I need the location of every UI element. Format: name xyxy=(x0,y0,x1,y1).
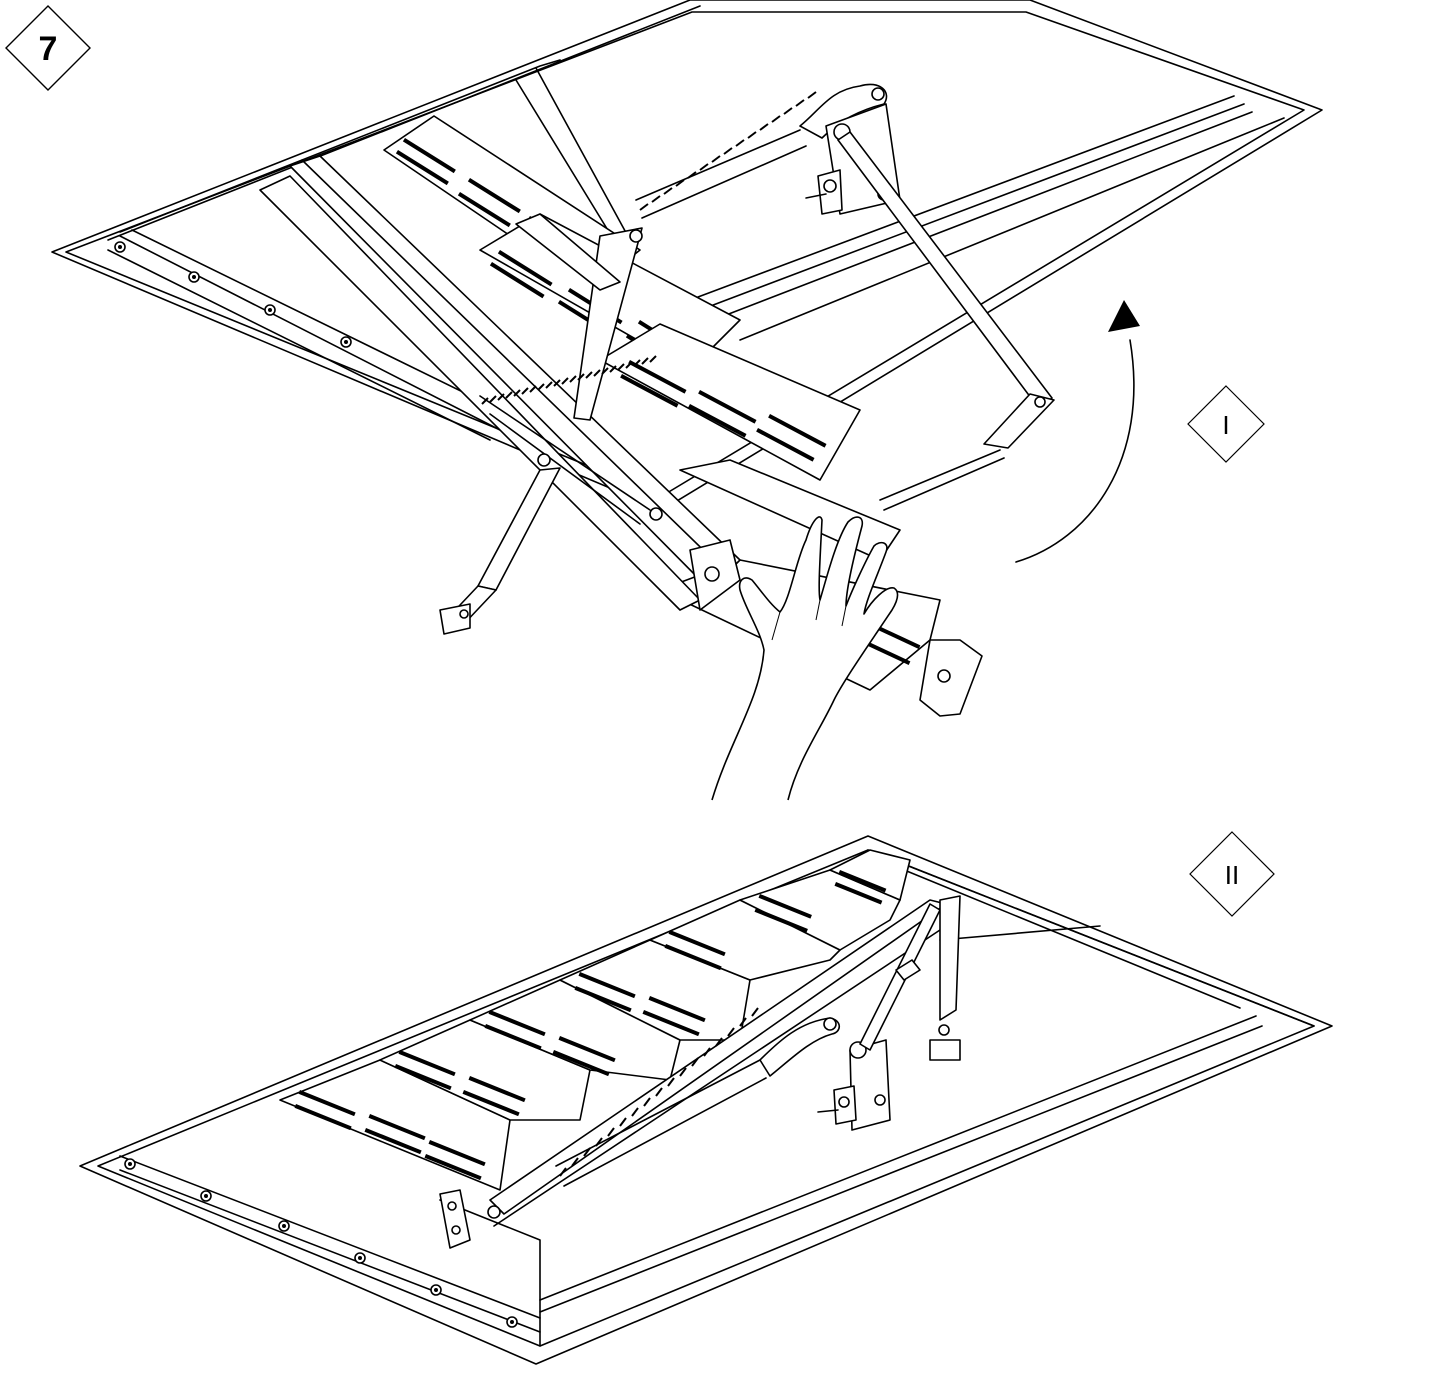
phase-badge-2: II xyxy=(1189,831,1275,917)
ladder-stringer-bottom xyxy=(487,899,947,1227)
hinge-bracket-bottom xyxy=(817,1039,891,1131)
ladder-steps-bottom xyxy=(279,849,911,1191)
frame-screws-bottom xyxy=(124,1158,518,1328)
phase-label-2: II xyxy=(1225,860,1239,890)
support-arm-top-right xyxy=(837,131,1055,511)
hatch-frame-bottom xyxy=(79,835,1333,1365)
ladder-stringers-top xyxy=(259,155,741,611)
scene-bottom-ladder-folded xyxy=(79,835,1333,1365)
scene-top-ladder-unfolding xyxy=(51,0,1323,801)
step-number: 7 xyxy=(39,30,58,68)
hand-icon xyxy=(711,516,899,801)
support-arms-bottom xyxy=(859,895,961,1061)
support-arm-top-lower-left xyxy=(439,453,561,635)
hatch-frame-top xyxy=(51,0,1323,511)
spring-top-right xyxy=(635,91,817,219)
inner-box-bottom xyxy=(439,1189,541,1301)
phase-label-1: I xyxy=(1222,410,1229,440)
spring-top-left xyxy=(479,355,663,525)
frame-screws-top xyxy=(114,241,352,348)
step-badge: 7 xyxy=(5,5,91,91)
phase-badge-1: I xyxy=(1187,385,1265,463)
curved-arrow-icon xyxy=(1015,300,1140,563)
